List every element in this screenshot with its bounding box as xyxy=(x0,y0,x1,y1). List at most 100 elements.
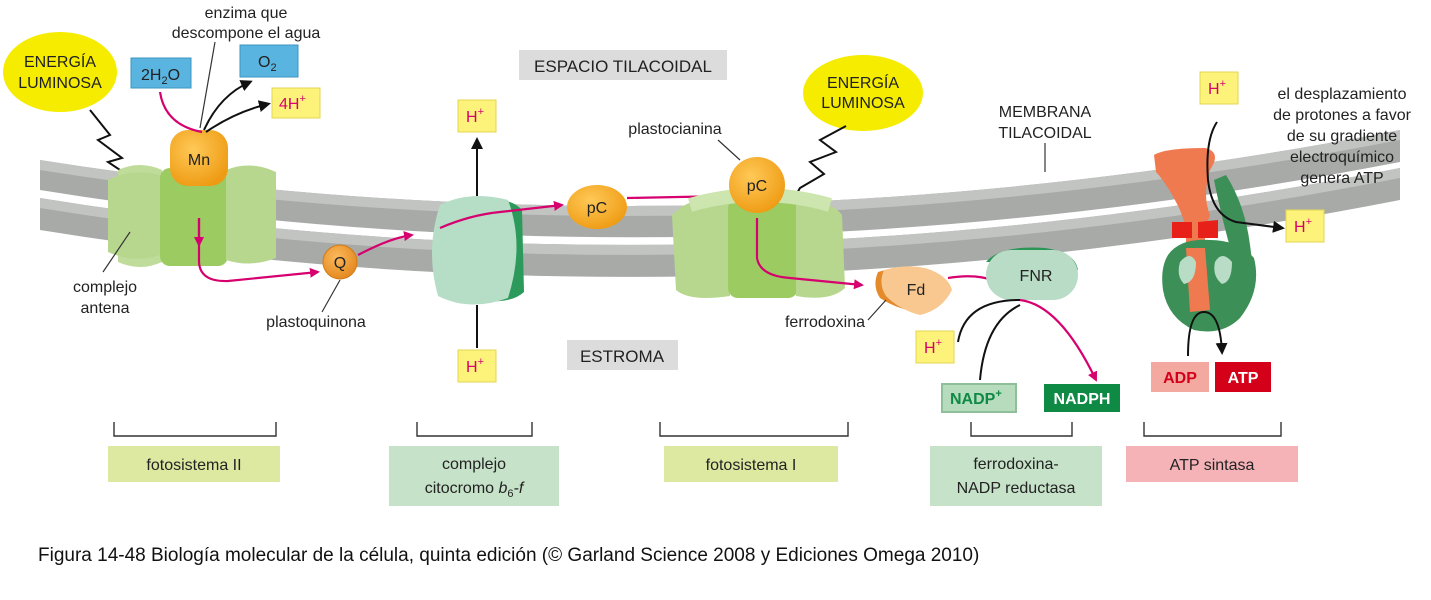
nadph-box: NADPH xyxy=(1044,384,1120,412)
svg-text:H+: H+ xyxy=(466,356,484,376)
atp-synthase xyxy=(1154,148,1257,332)
svg-text:antena: antena xyxy=(81,300,130,317)
mn-to-oxygen-arrow xyxy=(203,80,253,131)
svg-text:ATP: ATP xyxy=(1228,370,1259,387)
svg-text:H+: H+ xyxy=(924,337,942,357)
bracket-fnr xyxy=(970,422,1073,437)
bracket-photosystem-i xyxy=(659,422,849,437)
light-zigzag-right xyxy=(788,125,847,208)
svg-text:plastoquinona: plastoquinona xyxy=(266,314,366,331)
svg-text:FNR: FNR xyxy=(1020,268,1053,285)
svg-text:NADPH: NADPH xyxy=(1054,391,1111,408)
svg-text:LUMINOSA: LUMINOSA xyxy=(821,95,905,112)
plastoquinone-q: Q xyxy=(322,244,358,280)
ferredoxin-fd: Fd xyxy=(875,266,952,315)
svg-text:pC: pC xyxy=(587,200,607,217)
light-energy-right: ENERGÍA LUMINOSA xyxy=(803,55,923,131)
proton-box-nadp: H+ xyxy=(915,330,955,364)
svg-text:MEMBRANA: MEMBRANA xyxy=(999,104,1092,121)
svg-text:fotosistema II: fotosistema II xyxy=(146,457,241,474)
water-to-mn-arrow xyxy=(158,91,203,134)
cytochrome-b6f-complex xyxy=(431,196,524,305)
svg-text:4H+: 4H+ xyxy=(279,93,306,113)
svg-text:Fd: Fd xyxy=(907,282,926,299)
label-fnr: ferrodoxina- NADP reductasa xyxy=(930,446,1102,506)
svg-text:electroquímico: electroquímico xyxy=(1290,149,1394,166)
svg-text:NADP reductasa: NADP reductasa xyxy=(957,480,1076,497)
svg-text:ENERGÍA: ENERGÍA xyxy=(24,52,96,71)
atp-box: ATP xyxy=(1215,362,1271,392)
label-atp-synthase: ATP sintasa xyxy=(1126,446,1298,482)
fnr-enzyme: FNR xyxy=(986,247,1078,300)
electron-path-q-to-cyto xyxy=(357,231,414,256)
thylakoid-space-label: ESPACIO TILACOIDAL xyxy=(519,50,727,80)
oxygen-box: O2 xyxy=(239,44,299,78)
bracket-photosystem-ii xyxy=(113,422,277,437)
label-photosystem-ii: fotosistema II xyxy=(108,446,280,482)
plastocyanin-bound: pC xyxy=(729,157,785,213)
plastocyanin-label: plastocianina xyxy=(628,121,741,161)
electron-path-psi-to-fd xyxy=(755,218,864,290)
thylakoid-membrane xyxy=(40,130,1400,277)
svg-text:H+: H+ xyxy=(1294,216,1312,236)
manganese-cluster xyxy=(170,130,228,186)
bracket-atp-synthase xyxy=(1143,422,1282,437)
svg-text:2H2O: 2H2O xyxy=(141,67,180,87)
atp-proton-flow-arrow xyxy=(1206,121,1285,233)
mn-to-protons-arrow xyxy=(205,100,271,133)
figure-caption: Figura 14-48 Biología molecular de la cé… xyxy=(38,545,980,566)
water-box: 2H2O xyxy=(130,57,192,89)
svg-text:ESPACIO TILACOIDAL: ESPACIO TILACOIDAL xyxy=(534,57,712,76)
proton-gradient-note: el desplazamiento de protones a favor de… xyxy=(1273,86,1412,187)
water-splitting-enzyme-label: enzima que descompone el agua xyxy=(172,5,321,129)
svg-text:Q: Q xyxy=(334,255,346,272)
ferredoxin-label: ferrodoxina xyxy=(785,299,887,331)
nadp-in-curve xyxy=(979,304,1021,381)
svg-text:el desplazamiento: el desplazamiento xyxy=(1278,86,1407,103)
antenna-complex-label: complejo antena xyxy=(73,231,137,317)
svg-text:de protones a favor: de protones a favor xyxy=(1273,107,1412,124)
bracket-cytochrome xyxy=(416,422,533,437)
svg-text:complejo: complejo xyxy=(442,456,506,473)
svg-text:citocromo b6-f: citocromo b6-f xyxy=(425,480,525,500)
nadp-to-nadph-arrow xyxy=(1019,298,1098,382)
nadp-box: NADP+ xyxy=(941,383,1017,413)
svg-text:ferrodoxina-: ferrodoxina- xyxy=(973,456,1058,473)
svg-text:ESTROMA: ESTROMA xyxy=(580,347,665,366)
label-photosystem-i: fotosistema I xyxy=(664,446,838,482)
stroma-label: ESTROMA xyxy=(567,340,678,370)
svg-text:Mn: Mn xyxy=(188,152,210,169)
proton-box-cyto-top: H+ xyxy=(457,99,497,133)
svg-text:descompone el agua: descompone el agua xyxy=(172,25,321,42)
svg-text:H+: H+ xyxy=(466,106,484,126)
electron-path-psii-to-q xyxy=(197,218,320,283)
svg-text:H+: H+ xyxy=(1208,78,1226,98)
membrane-label: MEMBRANA TILACOIDAL xyxy=(998,104,1092,172)
svg-text:TILACOIDAL: TILACOIDAL xyxy=(998,125,1091,142)
svg-text:ATP sintasa: ATP sintasa xyxy=(1170,457,1255,474)
proton-box-cyto-bottom: H+ xyxy=(457,349,497,383)
electron-path-cyto-to-pc xyxy=(439,200,564,230)
svg-text:fotosistema I: fotosistema I xyxy=(706,457,797,474)
svg-text:plastocianina: plastocianina xyxy=(628,121,722,138)
proton-box-atp-bottom: H+ xyxy=(1285,209,1325,243)
svg-text:O2: O2 xyxy=(258,54,277,74)
svg-text:NADP+: NADP+ xyxy=(950,388,1002,408)
light-energy-left: ENERGÍA LUMINOSA xyxy=(3,32,117,112)
adp-to-atp-arrow xyxy=(1187,310,1228,357)
svg-text:de su gradiente: de su gradiente xyxy=(1287,128,1397,145)
nadp-reaction-curve xyxy=(957,299,1021,343)
plastocyanin-mobile: pC xyxy=(567,185,627,229)
svg-text:genera ATP: genera ATP xyxy=(1300,170,1383,187)
svg-text:ENERGÍA: ENERGÍA xyxy=(827,73,899,92)
svg-text:pC: pC xyxy=(747,178,767,195)
adp-box: ADP xyxy=(1151,362,1209,392)
svg-text:ADP: ADP xyxy=(1163,370,1197,387)
svg-text:enzima que: enzima que xyxy=(205,5,288,22)
plastoquinone-label: plastoquinona xyxy=(266,279,366,331)
svg-text:LUMINOSA: LUMINOSA xyxy=(18,75,102,92)
svg-text:complejo: complejo xyxy=(73,279,137,296)
photosystem-ii-complex: Mn xyxy=(108,130,276,267)
label-cytochrome: complejo citocromo b6-f xyxy=(389,446,559,506)
